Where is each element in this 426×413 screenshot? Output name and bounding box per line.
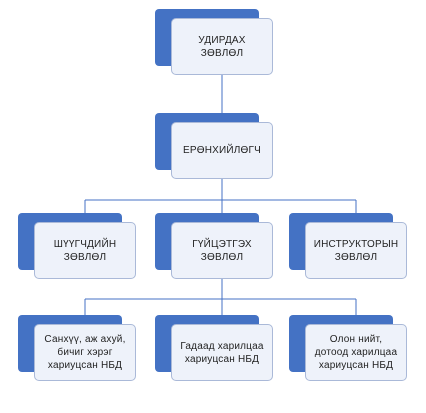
node-instructor: ИНСТРУКТОРЫН ЗӨВЛӨЛ [289, 213, 407, 279]
node-executive: ГҮЙЦЭТГЭХ ЗӨВЛӨЛ [155, 213, 273, 279]
node-president-label: ЕРӨНХИЙЛӨГЧ [171, 122, 273, 179]
node-advisory: ШҮҮГЧДИЙН ЗӨВЛӨЛ [18, 213, 136, 279]
node-advisory-label: ШҮҮГЧДИЙН ЗӨВЛӨЛ [34, 222, 136, 279]
node-board-label: УДИРДАХ ЗӨВЛӨЛ [171, 18, 273, 75]
node-public: Олон нийт, дотоод харилцаа хариуцсан НБД [289, 315, 407, 381]
node-foreign-label: Гадаад харилцаа хариуцсан НБД [171, 324, 273, 381]
node-executive-label: ГҮЙЦЭТГЭХ ЗӨВЛӨЛ [171, 222, 273, 279]
node-board: УДИРДАХ ЗӨВЛӨЛ [155, 9, 273, 75]
node-foreign: Гадаад харилцаа хариуцсан НБД [155, 315, 273, 381]
node-finance: Санхүү, аж ахуй, бичиг хэрэг хариуцсан Н… [18, 315, 136, 381]
node-president: ЕРӨНХИЙЛӨГЧ [155, 113, 273, 179]
node-finance-label: Санхүү, аж ахуй, бичиг хэрэг хариуцсан Н… [34, 324, 136, 381]
node-instructor-label: ИНСТРУКТОРЫН ЗӨВЛӨЛ [305, 222, 407, 279]
node-public-label: Олон нийт, дотоод харилцаа хариуцсан НБД [305, 324, 407, 381]
